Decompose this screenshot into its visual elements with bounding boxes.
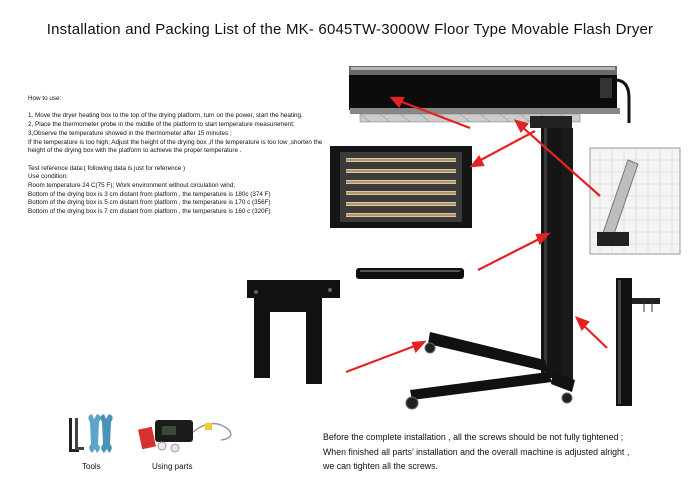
room-temperature-line: Room temperature 24 C(75 F); Work enviro… (28, 182, 236, 189)
note-line-3: we can tighten all the screws. (323, 461, 438, 472)
pointer-arrows (345, 96, 608, 374)
installation-note: Before the complete installation , all t… (323, 430, 695, 474)
how-to-heading: How to use: (28, 95, 62, 102)
test-data-heading: Test reference data:( following data is … (28, 164, 186, 172)
horizontal-tube-image (356, 268, 464, 279)
how-to-use-instructions: How to use: 1. Move the dryer heating bo… (28, 95, 328, 217)
step-1: 1. Move the dryer heating box to the top… (28, 112, 303, 120)
page-title: Installation and Packing List of the MK-… (46, 21, 654, 38)
using-parts-image (138, 420, 232, 453)
heating-element-panel-image (330, 146, 472, 228)
heating-box-image (349, 66, 631, 123)
platform-screen-image (589, 147, 681, 255)
u-base-image (247, 280, 340, 384)
step-3: 3,Observe the temperature showed in the … (28, 129, 323, 155)
test-line-5cm: Bottom of the drying box is 5 cm distant… (28, 199, 271, 207)
tools-caption: Tools (82, 462, 101, 471)
test-line-3cm: Bottom of the drying box is 3 cm distant… (28, 190, 271, 198)
vertical-post-image (616, 278, 660, 406)
note-line-1: Before the complete installation , all t… (323, 432, 624, 442)
tools-image (69, 414, 113, 453)
stand-frame-image (405, 116, 575, 410)
using-parts-caption: Using parts (152, 462, 193, 471)
use-condition-label: Use condition: (28, 173, 68, 181)
test-line-7cm: Bottom of the drying box is 7 cm distant… (28, 208, 271, 216)
note-line-2: When finished all parts’ installation an… (323, 446, 630, 457)
step-2: 2, Place the thermometer probe in the mi… (28, 121, 295, 129)
